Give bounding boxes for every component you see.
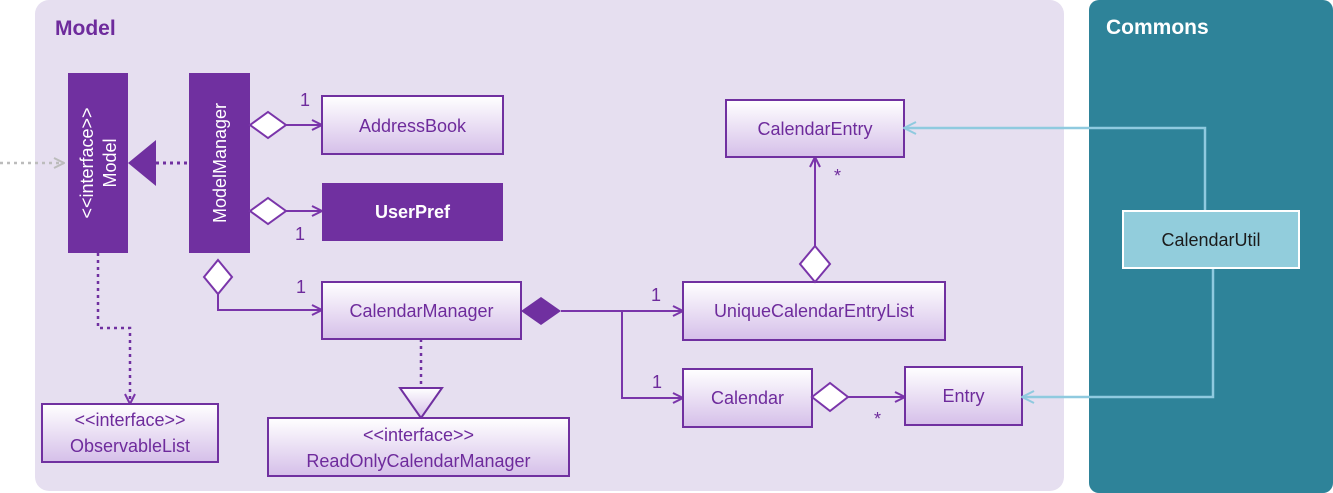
- model-package-title: Model: [55, 17, 116, 40]
- model-interface-name: Model: [100, 138, 120, 187]
- calendar-box[interactable]: [682, 368, 813, 428]
- readonly-label: ReadOnlyCalendarManager: [306, 451, 530, 471]
- uniquelist-box[interactable]: [682, 281, 946, 341]
- model-manager-label: ModelManager: [210, 103, 230, 223]
- multiplicity-calendarentry: *: [834, 166, 841, 186]
- calendar-label: Calendar: [711, 388, 784, 408]
- calendarutil-box[interactable]: [1122, 210, 1300, 269]
- composition-diamond-calendarmanager: [521, 297, 561, 325]
- entry-label: Entry: [942, 386, 984, 406]
- observablelist-box[interactable]: [41, 403, 219, 463]
- addressbook-label: AddressBook: [359, 116, 467, 136]
- calendarmanager-label: CalendarManager: [349, 301, 493, 321]
- dependency-util-entry: [1022, 268, 1215, 397]
- entry-box[interactable]: [904, 366, 1023, 426]
- uniquelist-label: UniqueCalendarEntryList: [714, 301, 914, 321]
- model-interface-stereotype: <<interface>>: [77, 107, 97, 218]
- model-manager-box[interactable]: [189, 73, 250, 253]
- multiplicity-userpref: 1: [295, 224, 305, 244]
- multiplicity-calendar: 1: [652, 372, 662, 392]
- calendarmanager-box[interactable]: [321, 281, 522, 340]
- multiplicity-addressbook: 1: [300, 90, 310, 110]
- calendarentry-label: CalendarEntry: [757, 119, 872, 139]
- multiplicity-entry: *: [874, 409, 881, 429]
- realization-model-triangle: [128, 140, 156, 186]
- calendarutil-label: CalendarUtil: [1161, 230, 1260, 250]
- multiplicity-calendarmanager: 1: [296, 277, 306, 297]
- association-calendarmanager: [217, 294, 322, 310]
- model-interface-box[interactable]: [68, 73, 128, 253]
- userpref-label: UserPref: [375, 202, 451, 222]
- multiplicity-uniquelist: 1: [651, 285, 661, 305]
- readonly-stereotype: <<interface>>: [363, 425, 474, 445]
- dependency-util-calendarentry: [904, 128, 1207, 211]
- commons-package-title: Commons: [1106, 16, 1209, 39]
- addressbook-box[interactable]: [321, 95, 504, 155]
- association-calendar: [621, 311, 683, 398]
- observablelist-stereotype: <<interface>>: [74, 410, 185, 430]
- observablelist-label: ObservableList: [70, 436, 190, 456]
- realization-readonly-triangle: [398, 387, 444, 420]
- dependency-observablelist: [96, 253, 130, 404]
- userpref-box[interactable]: [322, 183, 503, 241]
- readonly-box[interactable]: [267, 417, 570, 477]
